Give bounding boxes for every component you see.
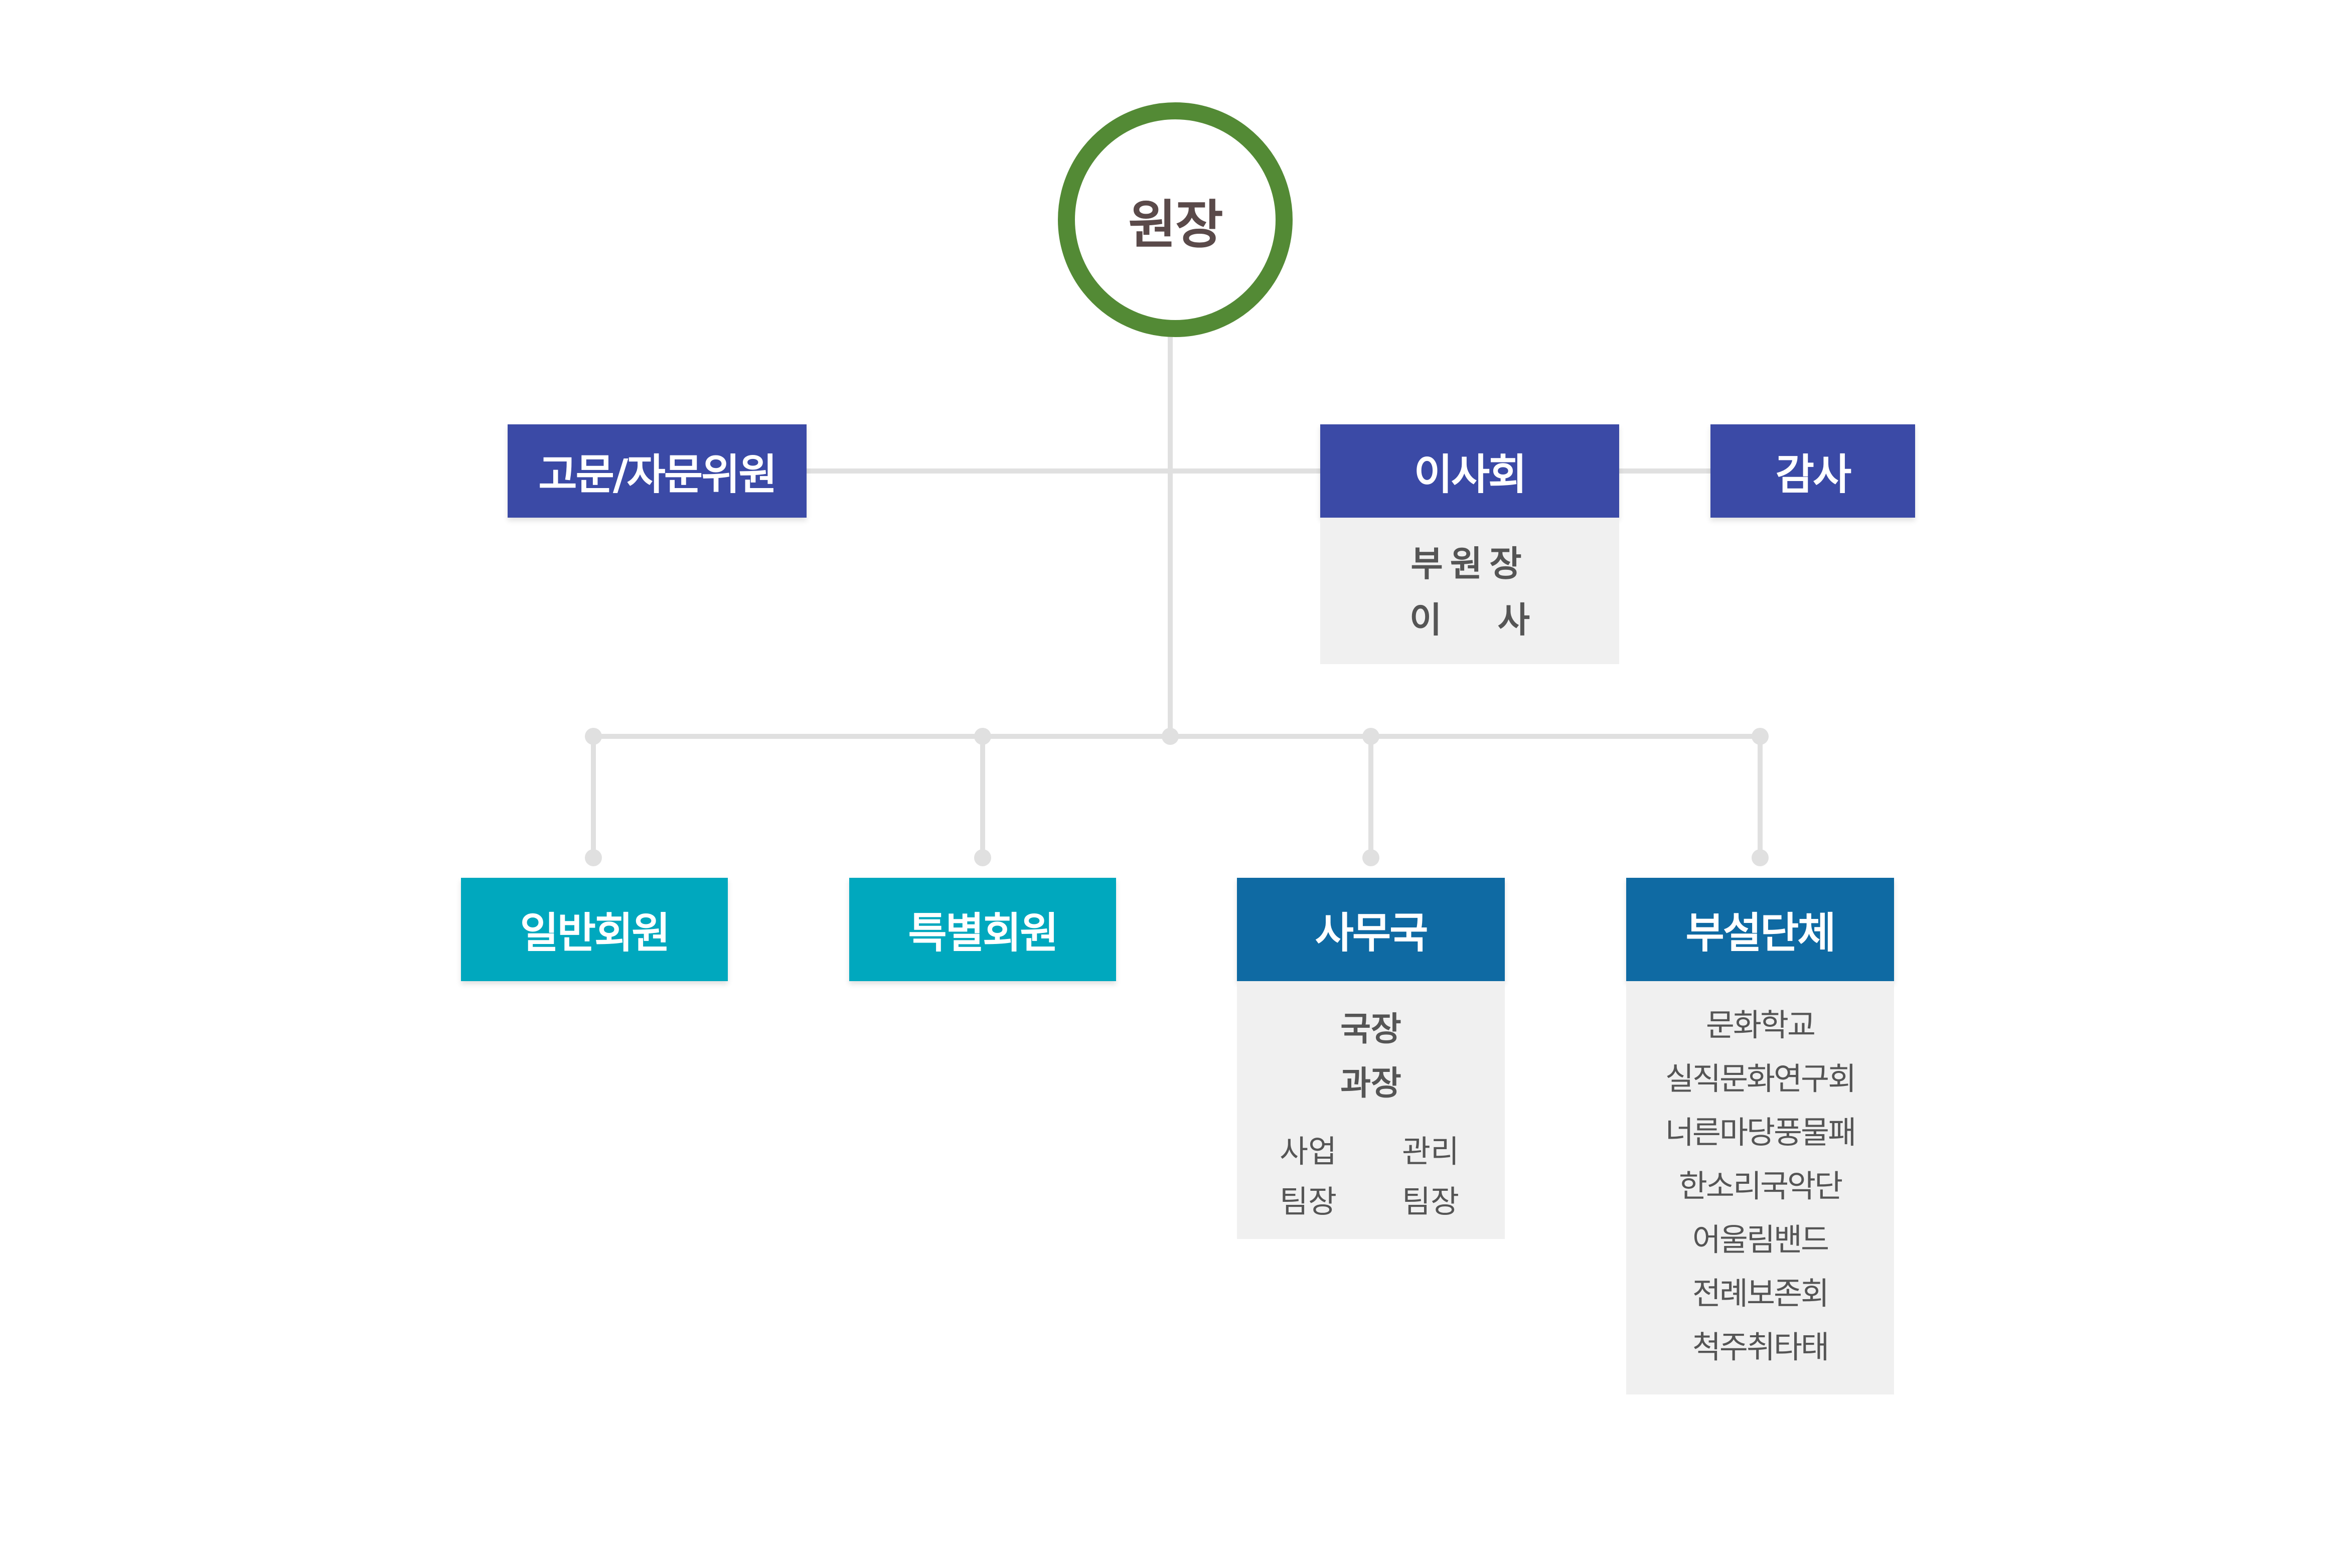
secretariat-node: 사무국 [1237, 878, 1505, 981]
connector-dot [1752, 728, 1769, 745]
secretariat-team-business: 사업 팀장 [1268, 1127, 1348, 1227]
general-members-label: 일반회원 [520, 908, 670, 958]
connector-dot [1752, 849, 1769, 866]
affiliate-item: 어울림밴드 [1692, 1221, 1829, 1258]
board-director-char-1: 이 [1409, 599, 1442, 641]
affiliate-item: 한소리국악단 [1678, 1168, 1843, 1204]
connector-dot [974, 728, 991, 745]
connector-dot [1362, 849, 1379, 866]
auditor-node: 감사 [1710, 424, 1915, 518]
special-members-node: 특별회원 [849, 878, 1116, 981]
auditor-label: 감사 [1775, 449, 1852, 499]
board-director-char-2: 사 [1497, 599, 1530, 641]
advisory-node: 고문/자문위원 [508, 424, 807, 518]
team-management-line2: 팀장 [1401, 1183, 1460, 1220]
advisory-label: 고문/자문위원 [538, 449, 777, 499]
connector-dot [974, 849, 991, 866]
affiliate-item: 너른마당풍물패 [1665, 1114, 1856, 1151]
team-business-line2: 팀장 [1279, 1183, 1337, 1220]
connector-dot [1362, 728, 1379, 745]
head-node: 원장 [1058, 102, 1293, 337]
connector-dot [585, 849, 602, 866]
affiliates-node: 부설단체 [1626, 878, 1894, 981]
head-label: 원장 [1128, 194, 1223, 255]
secretariat-manager: 과장 [1340, 1064, 1401, 1103]
connector-dot [1162, 728, 1179, 745]
secretariat-director: 국장 [1340, 1010, 1401, 1048]
affiliates-label: 부설단체 [1685, 908, 1836, 958]
affiliate-item: 전례보존회 [1692, 1275, 1829, 1312]
affiliates-panel: 문화학교 실직문화연구회 너른마당풍물패 한소리국악단 어울림밴드 전례보존회 … [1626, 981, 1894, 1394]
team-business-line1: 사업 [1279, 1133, 1337, 1170]
board-vice-label: 부원장 [1410, 543, 1529, 584]
secretariat-team-management: 관리 팀장 [1390, 1127, 1471, 1227]
special-members-label: 특별회원 [908, 908, 1058, 958]
secretariat-panel: 국장 과장 사업 팀장 관리 팀장 [1237, 981, 1505, 1239]
secretariat-label: 사무국 [1315, 908, 1429, 958]
board-members-panel: 부원장 이 사 [1320, 518, 1619, 664]
affiliate-item: 문화학교 [1705, 1007, 1816, 1043]
connector-dot [585, 728, 602, 745]
affiliate-item: 실직문화연구회 [1665, 1060, 1856, 1097]
team-management-line1: 관리 [1401, 1133, 1460, 1170]
board-node: 이사회 [1320, 424, 1619, 518]
affiliate-item: 척주취타태 [1692, 1329, 1829, 1365]
board-label: 이사회 [1414, 449, 1527, 499]
affiliates-list: 문화학교 실직문화연구회 너른마당풍물패 한소리국악단 어울림밴드 전례보존회 … [1626, 998, 1894, 1374]
general-members-node: 일반회원 [461, 878, 728, 981]
